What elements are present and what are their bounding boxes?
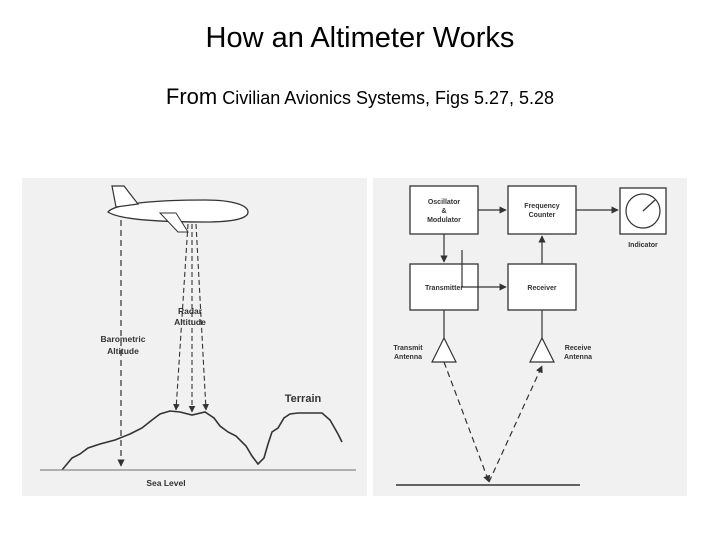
receiver-block [507,263,577,311]
terrain-profile [61,410,343,471]
airplane-icon [107,185,249,233]
oscillator-label-1: Oscillator [428,199,461,206]
signal-path [443,361,543,483]
transmitter-label: Transmitter [425,285,463,292]
subtitle-from: From [165,84,218,109]
left-figure-background [22,178,367,496]
slide-subtitle: From Civilian Avionics Systems, Figs 5.2… [0,84,720,110]
slide-title: How an Altimeter Works [205,22,515,54]
receive-antenna-label-2: Antenna [564,354,592,361]
subtitle-source: Civilian Avionics Systems, Figs 5.27, 5.… [222,88,555,108]
receiver-label: Receiver [527,285,556,292]
terrain-label: Terrain [285,393,322,405]
indicator-label: Indicator [628,242,658,249]
receive-antenna-icon [529,336,555,363]
left-figure: Radar Altitude Barometric Altitude Terra… [22,178,367,496]
sea-level-label: Sea Level [146,478,185,488]
oscillator-label-2: & [441,208,446,215]
block-connections [440,206,619,338]
frequency-counter-label-2: Counter [529,212,556,219]
indicator-needle [642,199,656,212]
radar-altitude-label-2: Altitude [174,317,206,327]
radar-beams [173,223,209,413]
transmit-antenna-label-1: Transmit [393,345,423,352]
barometric-altitude-label-1: Barometric [101,334,146,344]
right-figure: Oscillator & Modulator Frequency Counter… [373,178,687,496]
oscillator-block [409,185,479,235]
frequency-counter-block [507,185,577,235]
receive-antenna-label-1: Receive [565,345,592,352]
oscillator-label-3: Modulator [427,217,461,224]
frequency-counter-label-1: Frequency [524,203,560,210]
barometric-altitude-label-2: Altitude [107,346,139,356]
radar-altitude-label-1: Radar [178,306,203,316]
transmit-antenna-label-2: Antenna [394,354,422,361]
